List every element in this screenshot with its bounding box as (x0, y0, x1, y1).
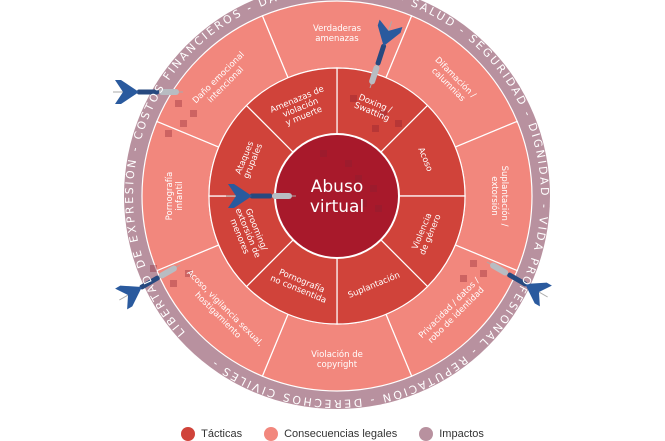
legend-label: Tácticas (201, 428, 243, 440)
consequence-label: Suplantación /extorsión (489, 166, 510, 227)
pixel-decoration (355, 175, 362, 182)
legend-swatch (419, 427, 434, 441)
legend: Tácticas Consecuencias legales Impactos (0, 427, 665, 441)
consequence-label-line: Violación de (311, 349, 363, 360)
pixel-decoration (370, 185, 377, 192)
pixel-decoration (180, 120, 187, 127)
pixel-decoration (460, 275, 467, 282)
pixel-decoration (345, 160, 352, 167)
pixel-decoration (372, 125, 379, 132)
pixel-decoration (395, 120, 402, 127)
consequence-label-line: extorsión (489, 176, 500, 216)
legend-swatch (181, 427, 196, 441)
center-circle (276, 135, 398, 257)
legend-item-tactics: Tácticas (181, 427, 242, 441)
dart-icon (113, 80, 183, 104)
legend-label: Impactos (439, 428, 484, 440)
pixel-decoration (380, 110, 387, 117)
pixel-decoration (150, 265, 157, 272)
dart-icon (486, 261, 552, 307)
consequence-label-line: amenazas (315, 34, 359, 44)
consequence-label-line: infantil (175, 181, 185, 210)
consequence-label-line: Pornografía (165, 172, 175, 221)
pixel-decoration (350, 95, 357, 102)
pixel-decoration (320, 150, 327, 157)
pixel-decoration (165, 130, 172, 137)
pixel-decoration (170, 280, 177, 287)
pixel-decoration (375, 205, 382, 212)
legend-item-impacts: Impactos (419, 427, 484, 441)
legend-item-legal-consequences: Consecuencias legales (264, 427, 397, 441)
center-label-line: Abuso (311, 177, 363, 197)
pixel-decoration (185, 270, 192, 277)
consequence-label: Pornografíainfantil (165, 172, 185, 221)
dart-icon (115, 264, 181, 310)
legend-label: Consecuencias legales (284, 428, 398, 440)
consequence-label-line: Suplantación / (499, 166, 510, 227)
pixel-decoration (470, 260, 477, 267)
legend-swatch (264, 427, 279, 441)
dart-icon (226, 184, 296, 208)
pixel-decoration (480, 270, 487, 277)
dart-icon (369, 19, 403, 89)
pixel-decoration (175, 100, 182, 107)
consequence-label-line: Verdaderas (313, 24, 362, 34)
consequence-label-line: copyright (317, 360, 358, 370)
pixel-decoration (190, 110, 197, 117)
pixel-decoration (360, 200, 367, 207)
center-label-line: virtual (310, 197, 364, 217)
